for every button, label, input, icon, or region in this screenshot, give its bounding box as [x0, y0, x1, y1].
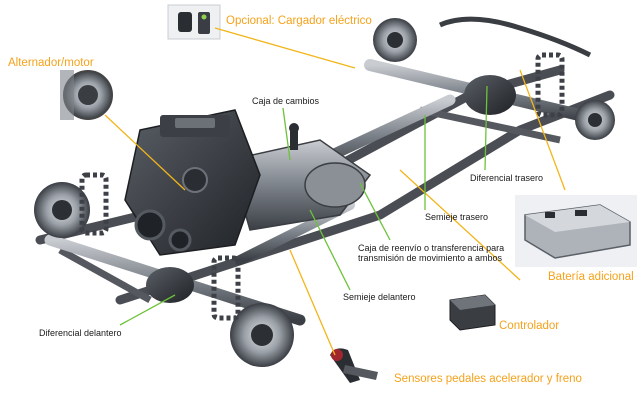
- rear-spring: [535, 52, 565, 118]
- leader-lines-green: [119, 85, 488, 326]
- label-battery: Batería adicional: [548, 271, 634, 283]
- label-front-half-shaft: Semieje delantero: [343, 292, 416, 302]
- battery-inset: [515, 195, 637, 267]
- label-pedal-sensors: Sensores pedales acelerador y freno: [394, 373, 582, 385]
- label-front-differential: Diferencial delantero: [39, 328, 122, 338]
- front-springs: [79, 172, 241, 321]
- label-rear-half-shaft: Semieje trasero: [425, 212, 489, 222]
- label-transfer-case-line1: Caja de reenvío o transferencia para: [358, 243, 505, 253]
- label-controller: Controlador: [499, 320, 560, 332]
- engine: [124, 109, 261, 256]
- label-transfer-case-line2: transmisión de movimiento a ambos: [358, 253, 503, 264]
- alternator-inset: [60, 70, 113, 120]
- leader-lines-yellow: [104, 27, 566, 356]
- label-charger: Opcional: Cargador eléctrico: [226, 15, 372, 27]
- pedal-sensor: [330, 348, 378, 383]
- label-rear-differential: Diferencial trasero: [470, 173, 544, 183]
- label-alternator: Alternador/motor: [8, 57, 94, 69]
- front-axle: [34, 182, 306, 367]
- label-gearbox: Caja de cambios: [252, 96, 320, 106]
- charger-inset: [167, 4, 221, 40]
- transmission: [229, 123, 372, 231]
- rear-axle: [364, 16, 615, 140]
- label-transfer-case: Caja de reenvío o transferencia para tra…: [358, 243, 523, 264]
- controller-box: [449, 294, 496, 331]
